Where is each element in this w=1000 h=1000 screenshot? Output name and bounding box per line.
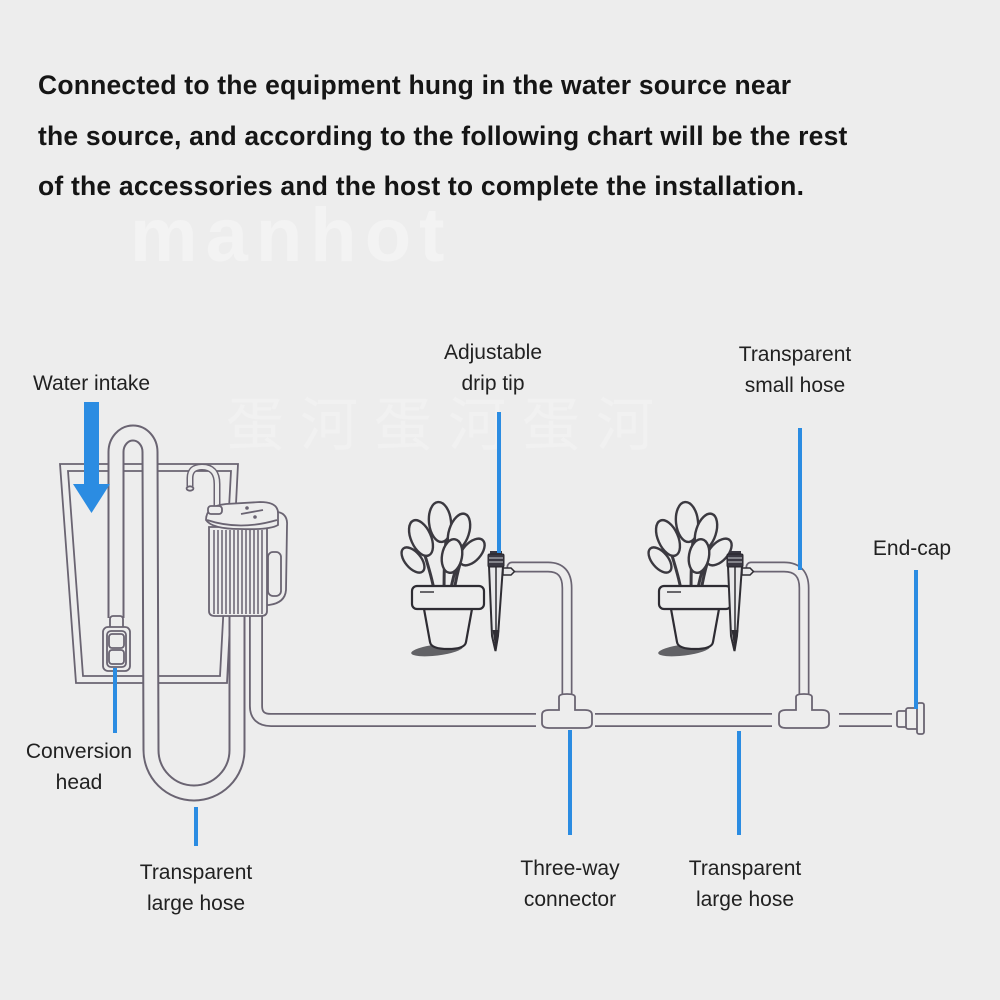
label-line: large hose — [695, 888, 795, 911]
water-tank — [59, 463, 239, 684]
large-hose-loop — [107, 424, 246, 802]
conversion-head-part — [102, 615, 131, 672]
label-line: Transparent — [738, 343, 852, 366]
label-line: Three-way — [520, 857, 620, 880]
drip-tip-1 — [487, 551, 516, 652]
label-line: Transparent — [688, 857, 802, 880]
label-three-way-connector: Three-way connector — [485, 853, 655, 915]
headline-line-1: Connected to the equipment hung in the w… — [38, 70, 792, 100]
label-line: drip tip — [461, 372, 525, 395]
end-cap-part — [896, 702, 925, 735]
small-hose-2 — [745, 561, 810, 700]
large-hose-main-line — [249, 612, 892, 727]
potted-plant-1 — [400, 500, 486, 657]
small-hose-1 — [506, 561, 573, 700]
label-line: Adjustable — [443, 341, 543, 364]
pump-hook-tube — [185, 463, 221, 512]
pump — [205, 501, 288, 617]
brand-watermark: manhot — [130, 193, 453, 278]
water-intake-arrow — [73, 402, 110, 513]
cjk-watermark: 蛋河蛋河蛋河 — [226, 393, 671, 458]
label-end-cap: End-cap — [872, 537, 952, 560]
label-water-intake: Water intake — [33, 372, 151, 395]
label-transparent-large-hose-right: Transparent large hose — [660, 853, 830, 915]
drip-tip-2 — [726, 551, 755, 652]
label-transparent-small-hose: Transparent small hose — [710, 339, 880, 401]
headline-line-2: the source, and according to the followi… — [38, 121, 848, 151]
label-line: large hose — [146, 892, 246, 915]
three-way-connector-2 — [778, 693, 830, 729]
plant-leaves — [400, 500, 486, 607]
label-line: Transparent — [139, 861, 253, 884]
label-line: head — [55, 771, 103, 794]
label-line: Conversion — [25, 740, 133, 763]
label-transparent-large-hose-left: Transparent large hose — [111, 857, 281, 919]
flower-pot — [410, 584, 486, 651]
label-line: connector — [523, 888, 617, 911]
headline-line-3: of the accessories and the host to compl… — [38, 171, 805, 201]
label-conversion-head: Conversion head — [9, 736, 149, 798]
label-adjustable-drip-tip: Adjustable drip tip — [408, 337, 578, 399]
label-line: small hose — [744, 374, 846, 397]
three-way-connector-1 — [541, 693, 593, 729]
potted-plant-2 — [647, 500, 733, 657]
